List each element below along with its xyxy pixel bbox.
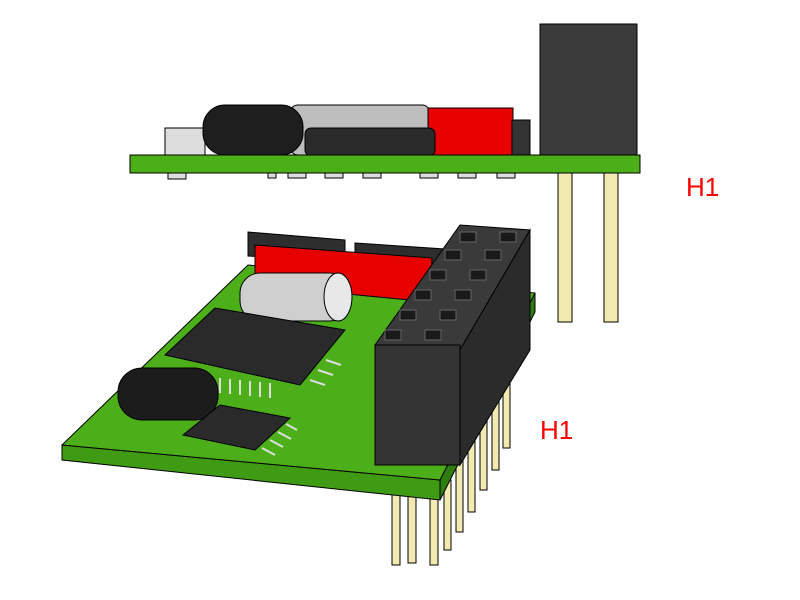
designator-label-top: H1: [686, 172, 720, 202]
red-component: [427, 107, 514, 156]
dark-component: [511, 119, 531, 156]
designator-label-iso: H1: [540, 415, 574, 445]
pcb-board-side: [129, 154, 641, 174]
iso-view-assembly: [60, 224, 536, 566]
side-view-assembly: [129, 23, 641, 323]
black-cylinder: [202, 104, 304, 156]
female-header-front: [374, 344, 461, 466]
header-pin: [557, 169, 573, 323]
pin-header-body: [539, 23, 638, 157]
header-pin: [603, 169, 619, 323]
black-cylinder-iso: [117, 367, 219, 421]
connector-part: [164, 127, 206, 157]
small-ic: [181, 404, 292, 451]
header-sockets: [384, 231, 517, 341]
ic-chip: [304, 127, 436, 157]
large-ic: [163, 307, 346, 386]
